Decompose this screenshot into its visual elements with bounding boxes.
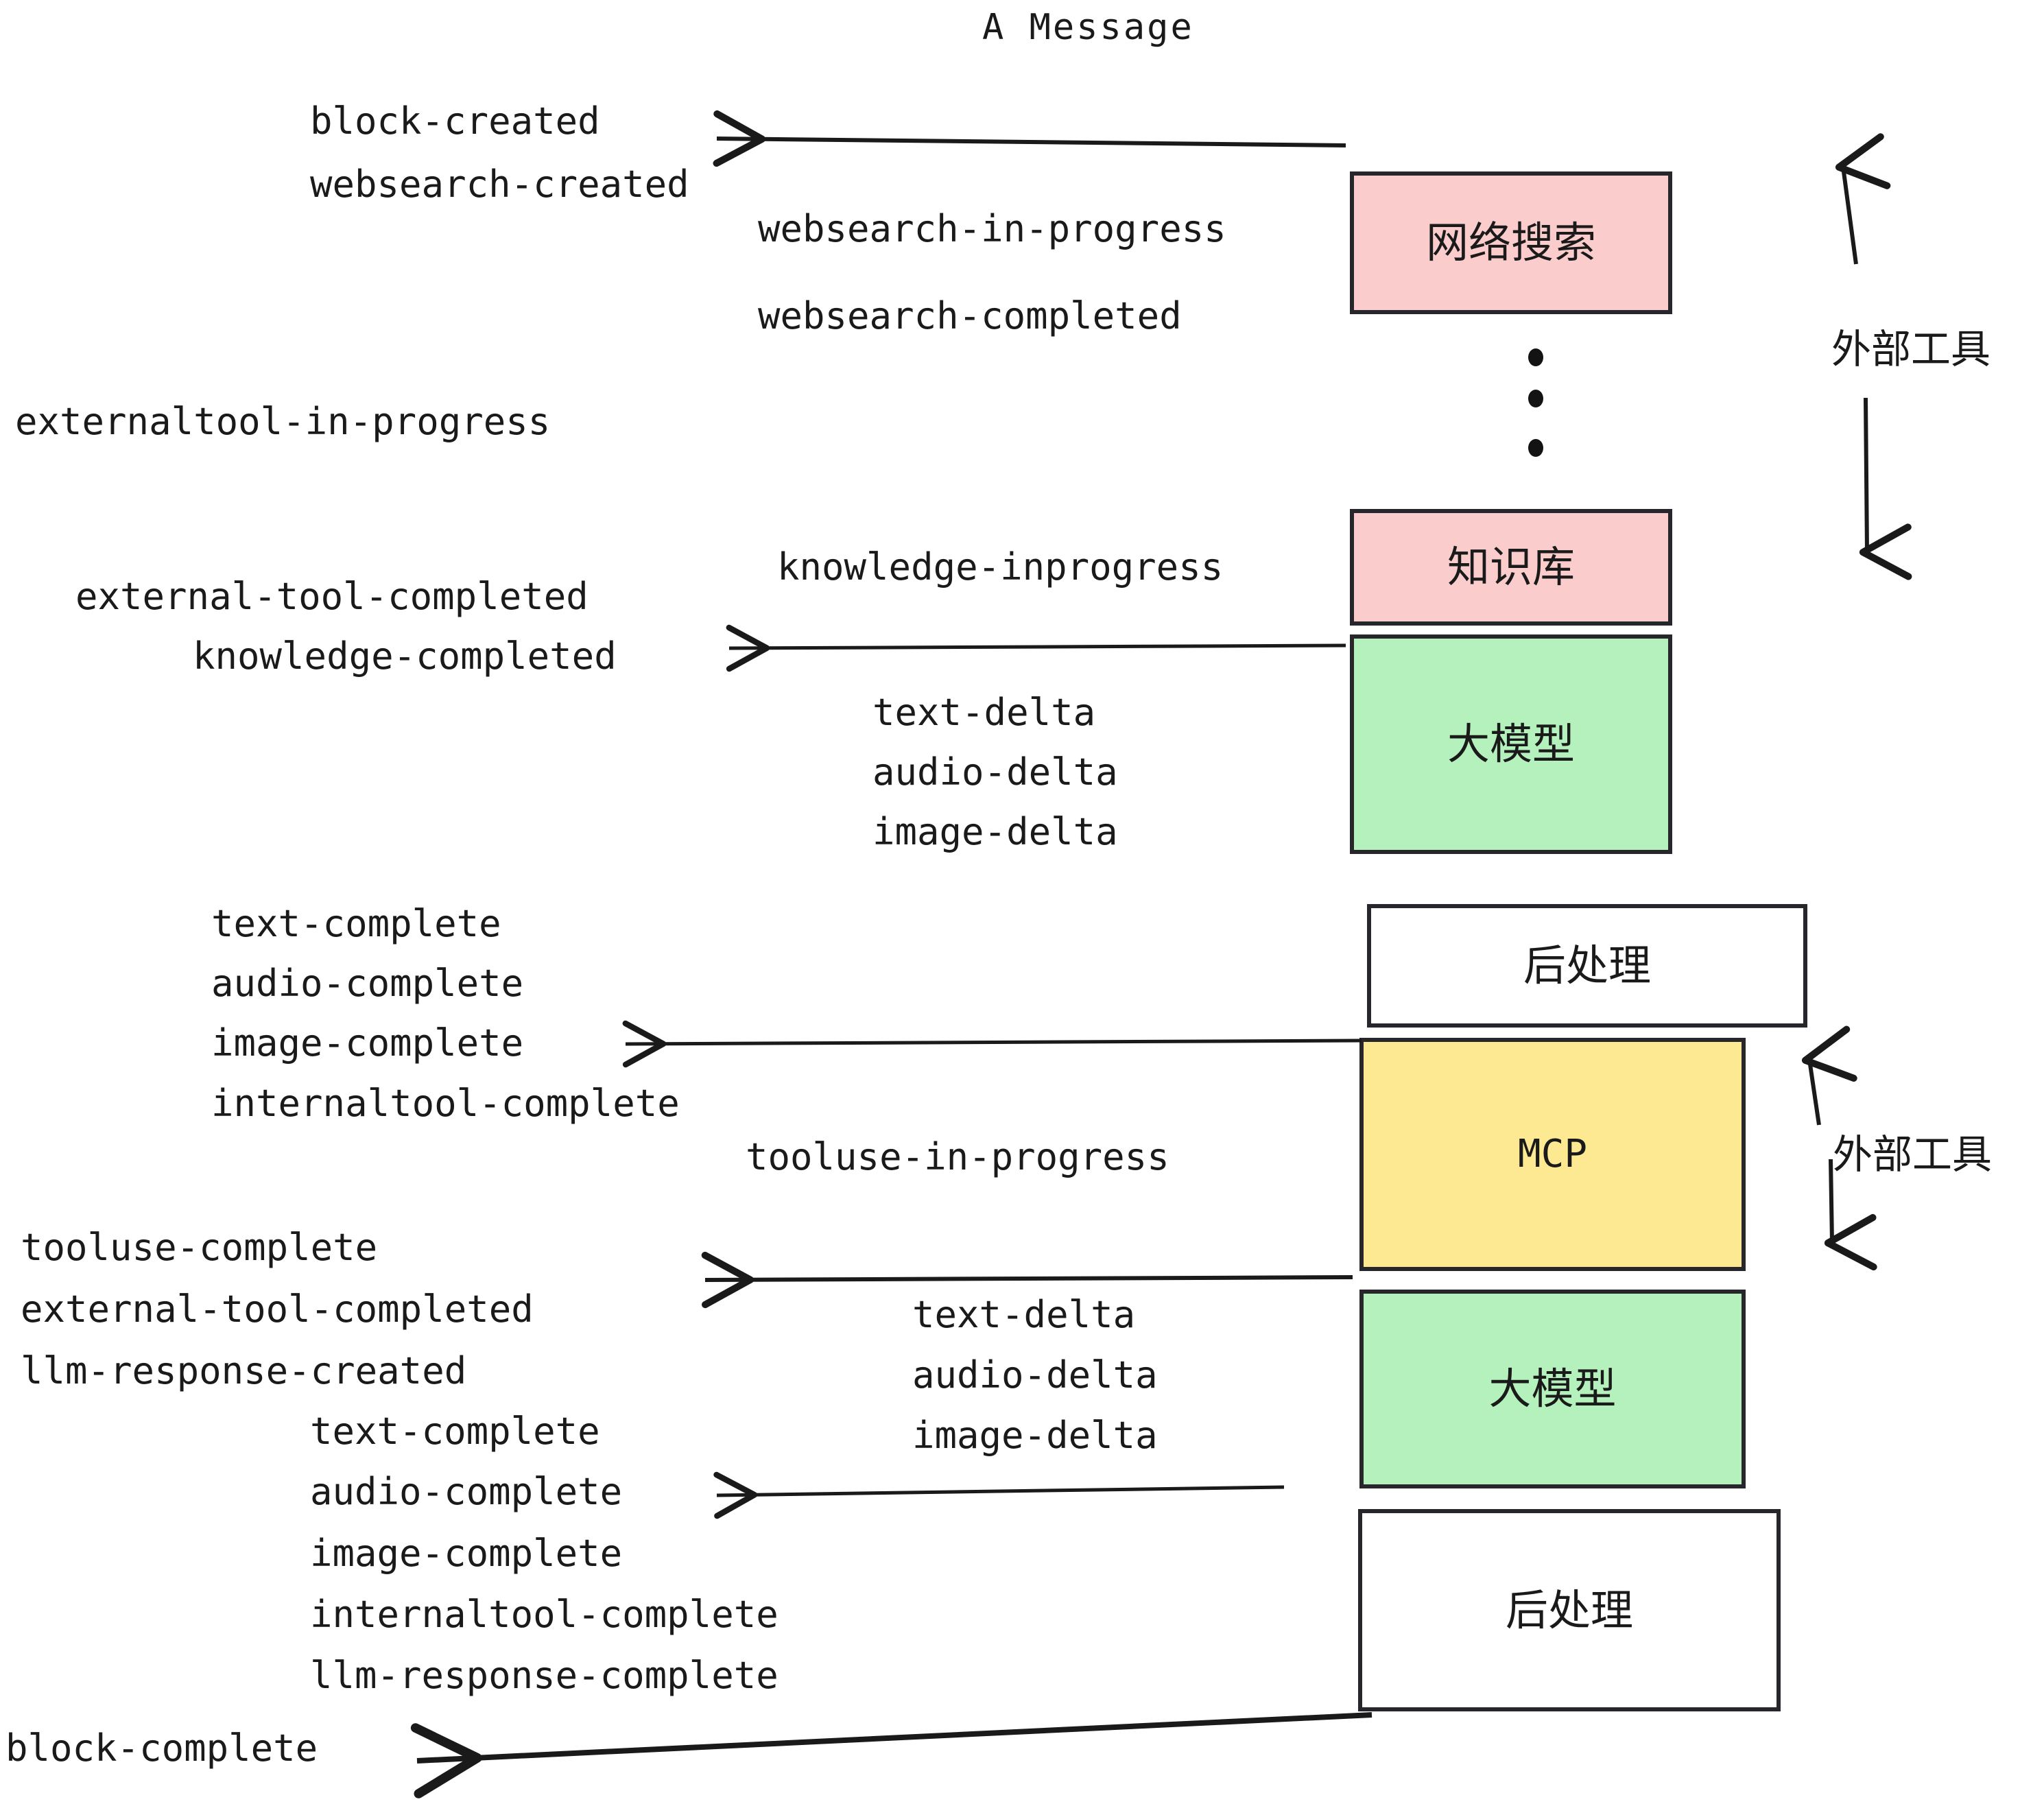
- node-llm-1-label: 大模型: [1447, 719, 1575, 769]
- ellipsis-dot-3: [1528, 439, 1543, 457]
- event-label-external-tool-completed-1: external-tool-completed: [75, 575, 589, 618]
- node-postprocess-1-label: 后处理: [1523, 940, 1651, 990]
- node-websearch[interactable]: 网络搜索: [1350, 171, 1672, 314]
- node-postprocess-1[interactable]: 后处理: [1367, 904, 1807, 1028]
- event-label-image-complete-2: image-complete: [310, 1532, 623, 1575]
- event-label-external-tool-completed-2: external-tool-completed: [21, 1287, 534, 1331]
- event-label-externaltool-in-progress: externaltool-in-progress: [15, 400, 551, 443]
- group-label-external-tools-bottom: 外部工具: [1833, 1131, 1993, 1178]
- ellipsis-dot-1: [1528, 348, 1543, 366]
- event-label-internaltool-complete-1: internaltool-complete: [211, 1082, 680, 1125]
- event-label-websearch-in-progress: websearch-in-progress: [758, 207, 1226, 250]
- ellipsis-dot-2: [1528, 390, 1543, 407]
- arrow-external-tools-top-down: [1859, 397, 1912, 580]
- node-llm-2[interactable]: 大模型: [1359, 1290, 1746, 1488]
- arrow-mcp-to-tooluse-complete: [701, 1251, 1353, 1309]
- event-label-text-delta-1: text-delta: [872, 691, 1096, 734]
- group-label-external-tools-top: 外部工具: [1831, 326, 1991, 372]
- node-knowledge-label: 知识库: [1447, 542, 1575, 592]
- event-label-audio-complete-2: audio-complete: [310, 1470, 623, 1513]
- arrow-llm1-to-image-complete: [622, 1020, 1362, 1068]
- arrow-knowledge-to-completed: [726, 624, 1346, 672]
- event-label-tooluse-complete: tooluse-complete: [21, 1226, 378, 1269]
- event-label-text-complete-1: text-complete: [211, 902, 501, 945]
- event-label-knowledge-completed: knowledge-completed: [193, 634, 617, 678]
- node-mcp-label: MCP: [1517, 1132, 1588, 1176]
- event-label-llm-response-created: llm-response-created: [21, 1349, 467, 1392]
- event-label-block-complete: block-complete: [5, 1726, 318, 1770]
- event-label-websearch-completed: websearch-completed: [758, 294, 1182, 337]
- event-label-audio-delta-2: audio-delta: [912, 1353, 1158, 1397]
- node-postprocess-2-label: 后处理: [1505, 1585, 1633, 1635]
- page-title: A Message: [982, 7, 1194, 48]
- node-knowledge[interactable]: 知识库: [1350, 509, 1672, 626]
- arrow-external-tools-top-up: [1835, 133, 1891, 265]
- arrow-llm2-to-audio-complete: [713, 1471, 1285, 1519]
- event-label-audio-complete-1: audio-complete: [211, 962, 524, 1005]
- event-label-image-complete-1: image-complete: [211, 1021, 524, 1065]
- arrow-external-tools-bottom-up: [1801, 1025, 1857, 1126]
- arrow-external-tools-bottom-down: [1824, 1159, 1877, 1271]
- node-websearch-label: 网络搜索: [1425, 217, 1596, 268]
- event-label-image-delta-1: image-delta: [872, 810, 1118, 853]
- node-llm-1[interactable]: 大模型: [1350, 634, 1672, 854]
- event-label-audio-delta-1: audio-delta: [872, 750, 1118, 794]
- event-label-internaltool-complete-2: internaltool-complete: [310, 1593, 779, 1636]
- arrow-postprocess2-to-block-complete: [410, 1712, 1372, 1799]
- event-label-llm-response-complete: llm-response-complete: [310, 1654, 779, 1697]
- arrow-websearch-to-block-created: [713, 110, 1346, 167]
- node-postprocess-2[interactable]: 后处理: [1358, 1509, 1781, 1711]
- event-label-image-delta-2: image-delta: [912, 1414, 1158, 1457]
- event-label-block-created: block-created: [310, 99, 600, 143]
- node-mcp[interactable]: MCP: [1359, 1038, 1746, 1271]
- event-label-knowledge-inprogress: knowledge-inprogress: [777, 545, 1224, 589]
- event-label-tooluse-in-progress: tooluse-in-progress: [746, 1135, 1169, 1178]
- event-label-websearch-created: websearch-created: [310, 163, 689, 206]
- node-llm-2-label: 大模型: [1488, 1364, 1617, 1414]
- event-label-text-delta-2: text-delta: [912, 1293, 1136, 1336]
- event-label-text-complete-2: text-complete: [310, 1410, 600, 1453]
